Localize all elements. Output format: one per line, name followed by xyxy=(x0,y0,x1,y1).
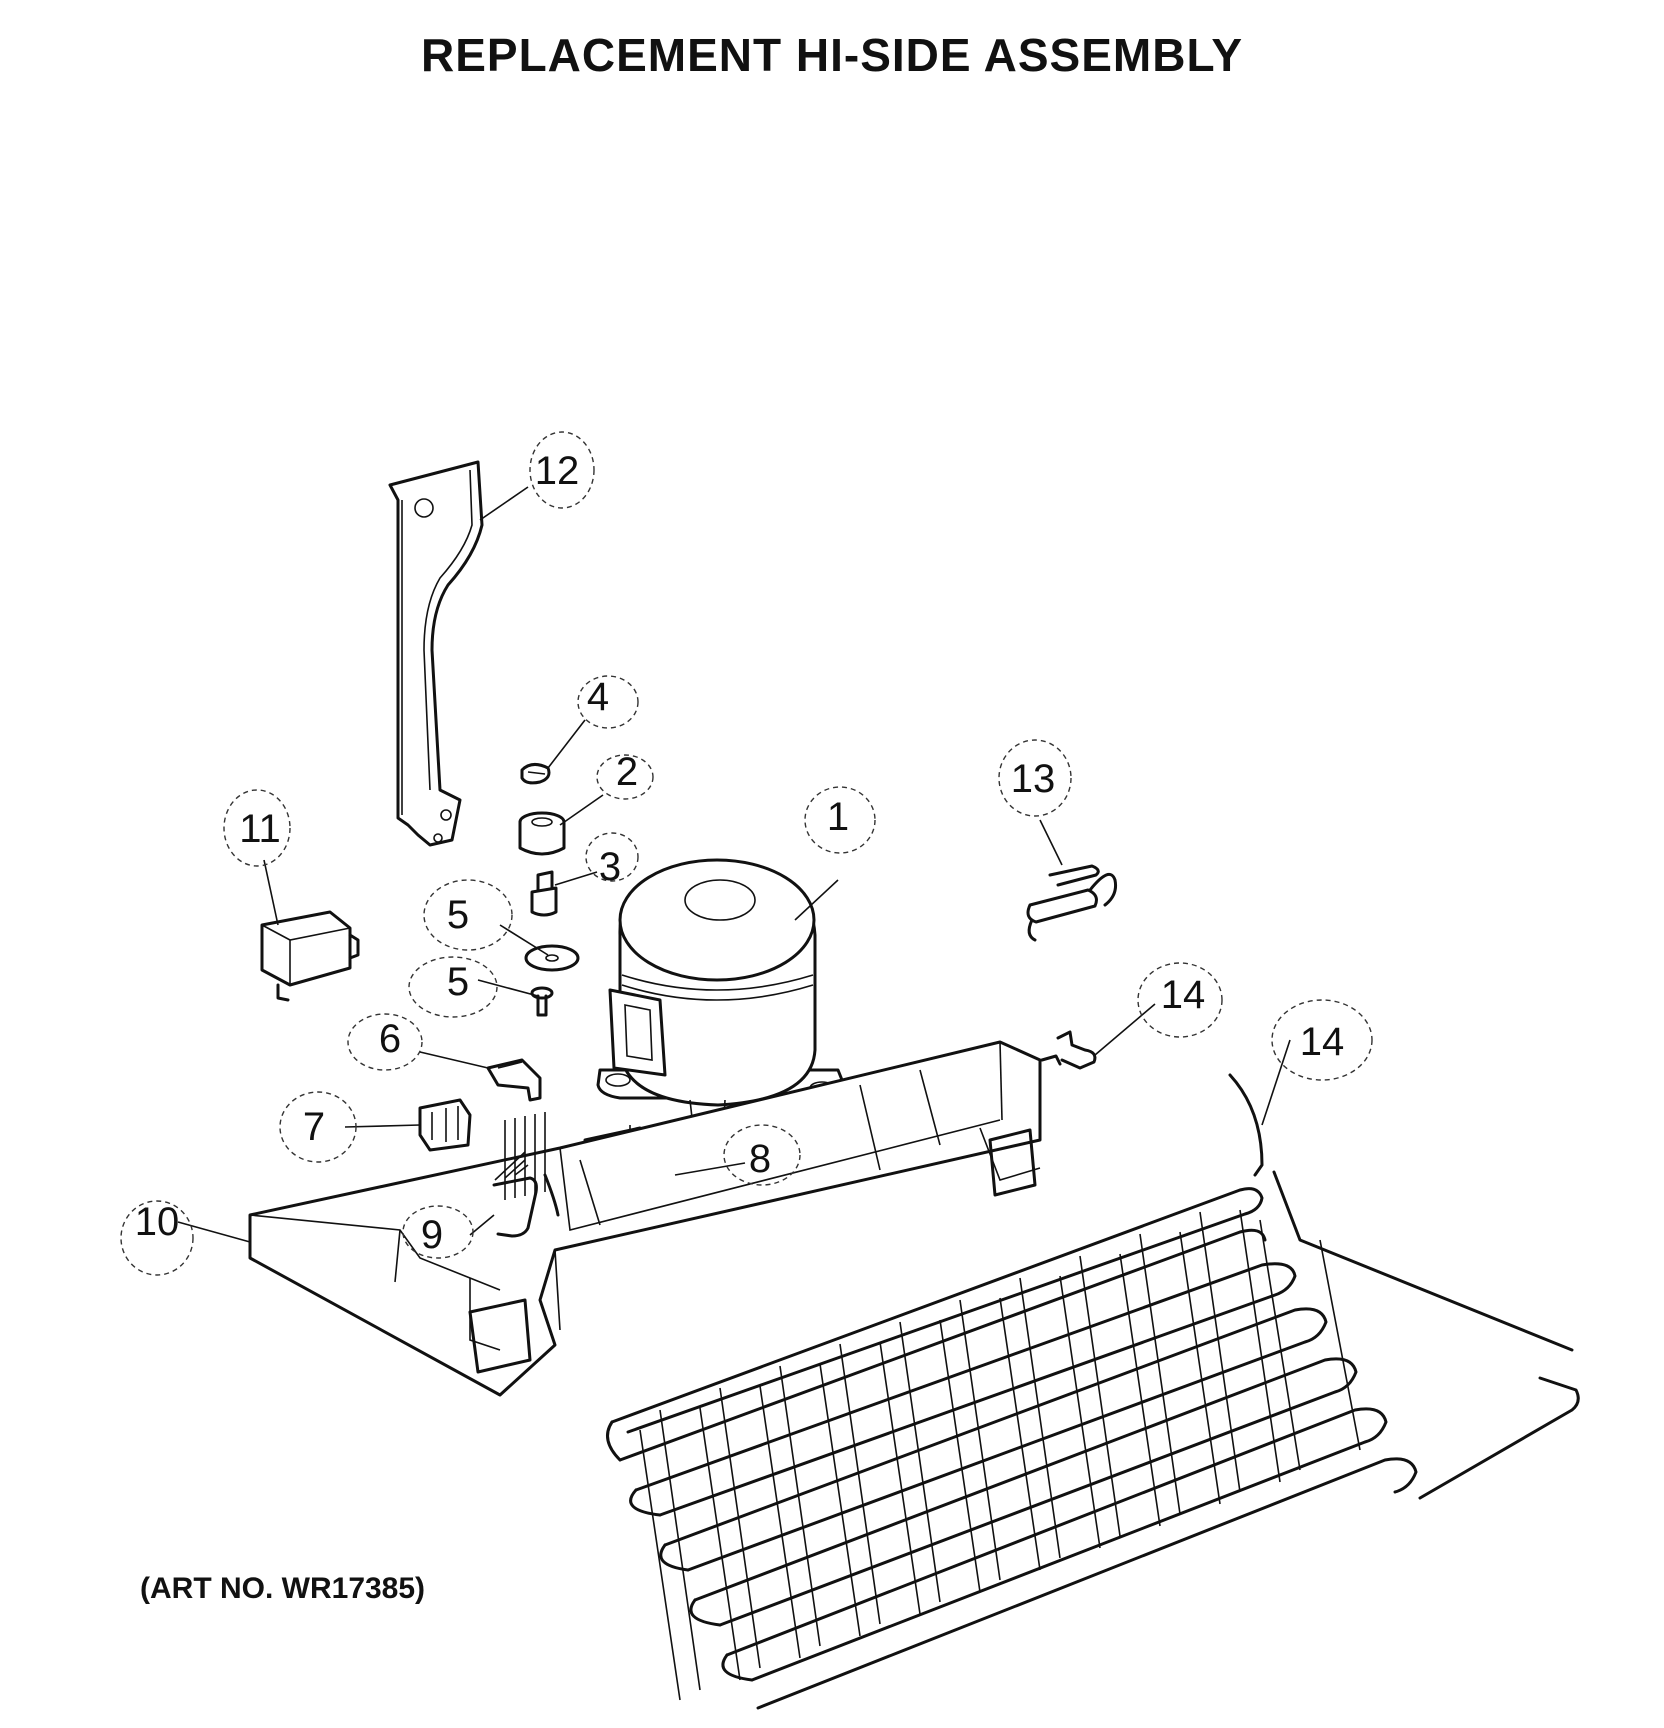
part-2-grommet xyxy=(518,811,566,856)
callout-6: 6 xyxy=(379,1017,401,1061)
callout-1: 1 xyxy=(827,795,849,839)
part-5-screw xyxy=(530,986,554,1017)
callout-2: 2 xyxy=(616,750,638,794)
part-1-compressor xyxy=(596,858,844,1137)
callout-5-screw: 5 xyxy=(447,960,469,1004)
callout-12: 12 xyxy=(535,449,580,493)
callout-3: 3 xyxy=(599,845,621,889)
callout-10: 10 xyxy=(135,1200,180,1244)
part-7-terminal xyxy=(418,1098,472,1152)
callout-4: 4 xyxy=(587,675,609,719)
part-12-bracket xyxy=(388,460,484,847)
part-3-sleeve xyxy=(530,870,558,917)
callout-14-clamp: 14 xyxy=(1161,973,1206,1017)
part-10-base-pan xyxy=(248,1040,1042,1397)
art-number: (ART NO. WR17385) xyxy=(140,1572,426,1605)
leader-lines xyxy=(177,486,1291,1243)
part-14-clamp xyxy=(1040,1030,1097,1070)
callout-13: 13 xyxy=(1011,757,1056,801)
callout-7: 7 xyxy=(303,1105,325,1149)
callout-circles xyxy=(120,431,1373,1276)
callout-14-condenser: 14 xyxy=(1300,1020,1345,1064)
diagram-title: REPLACEMENT HI-SIDE ASSEMBLY xyxy=(420,29,1244,81)
callout-5-washer: 5 xyxy=(447,893,469,937)
part-5-washer xyxy=(524,944,580,972)
part-11-relay-box xyxy=(260,910,360,1002)
part-13-drier xyxy=(1026,864,1117,942)
part-4-clip xyxy=(520,763,551,785)
callout-9: 9 xyxy=(421,1213,443,1257)
part-14-condenser xyxy=(606,1073,1580,1710)
part-9-tube xyxy=(492,1173,560,1238)
part-6-clip xyxy=(486,1058,542,1102)
callout-8: 8 xyxy=(749,1137,771,1181)
callout-labels: 12 4 2 3 5 5 6 7 8 9 10 11 13 14 14 1 xyxy=(135,449,1345,1257)
callout-11: 11 xyxy=(239,807,281,851)
